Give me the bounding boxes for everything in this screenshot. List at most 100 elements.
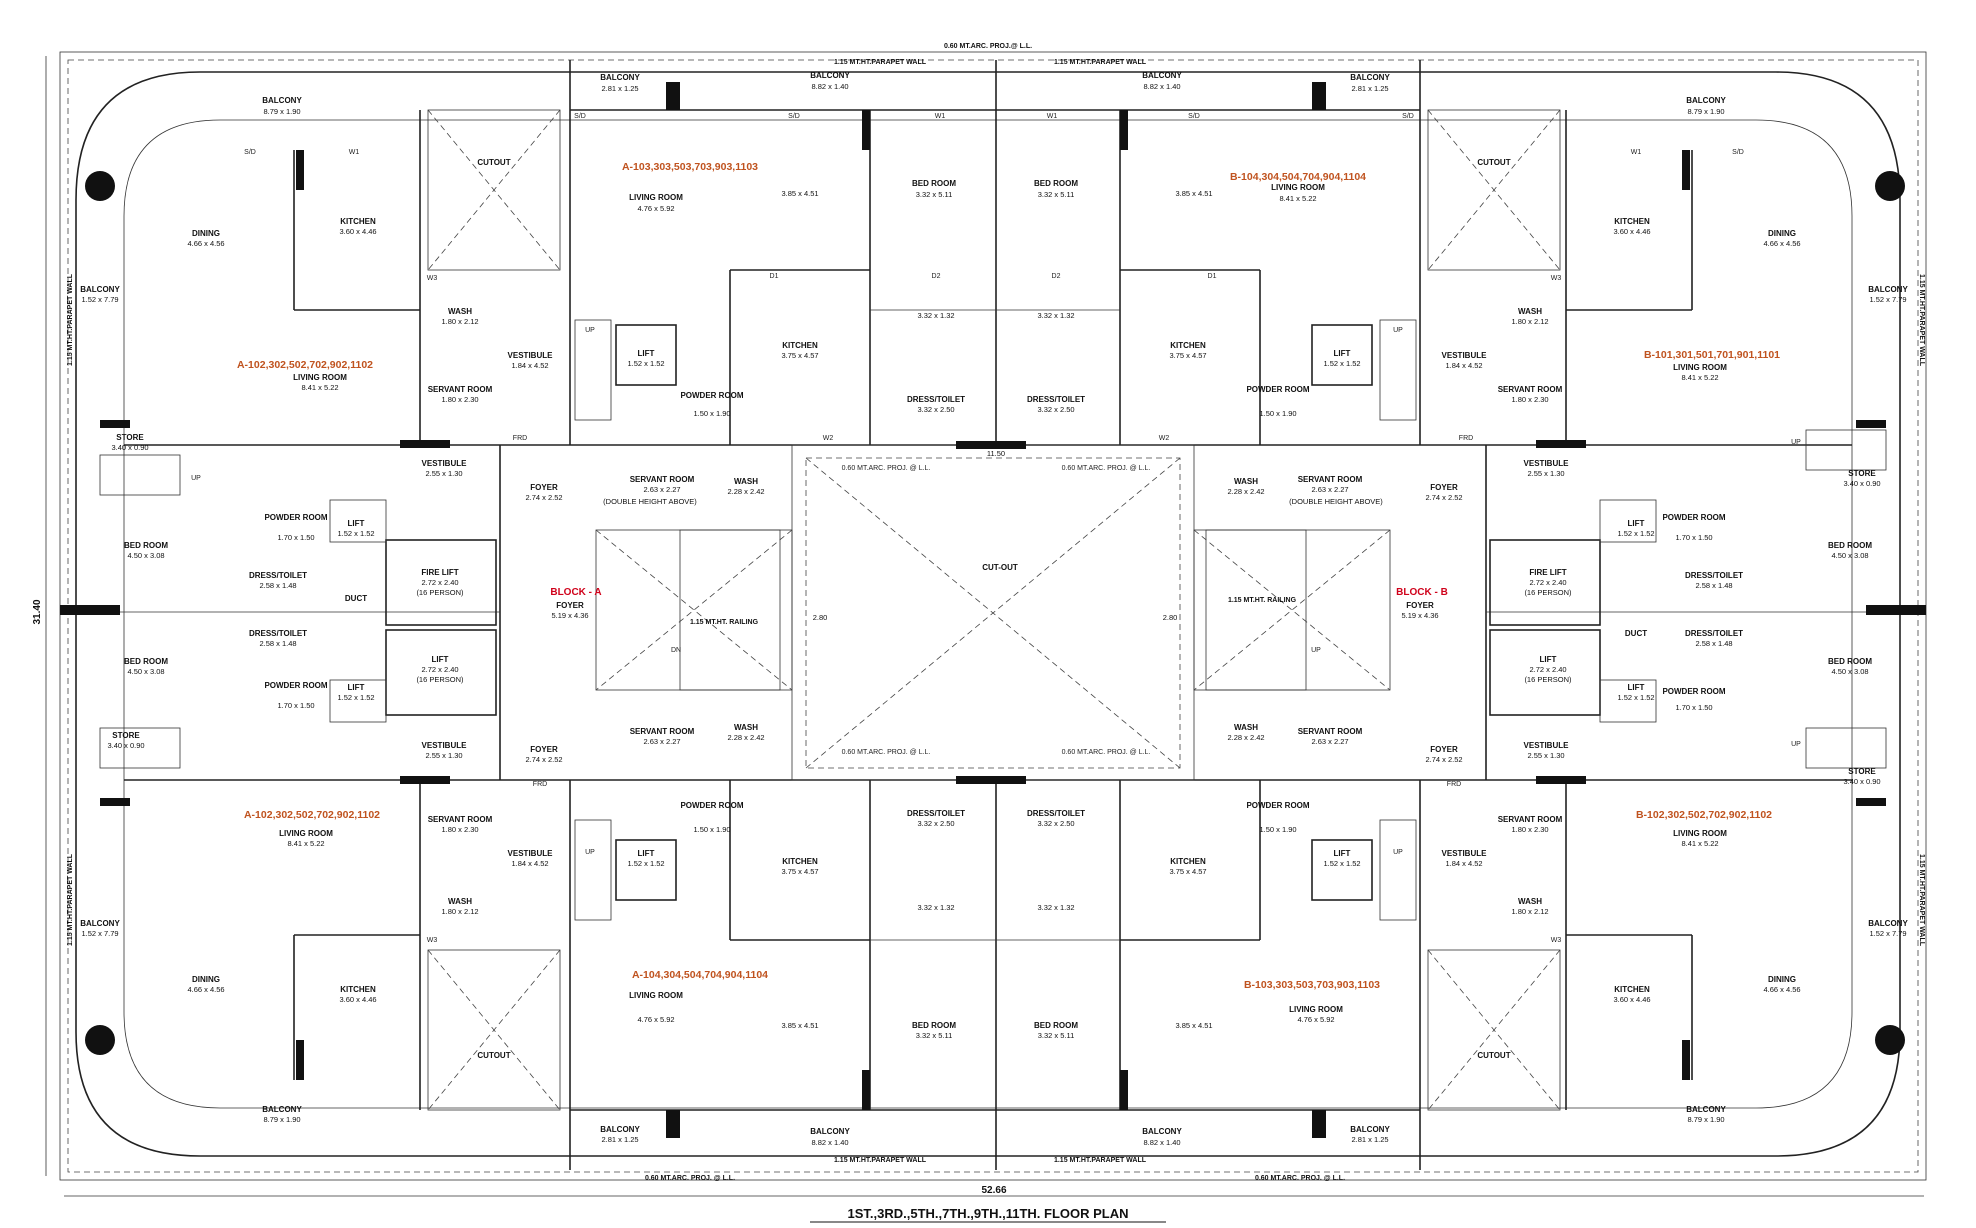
room-dining-r1-dim: 4.66 x 4.56 [1763,239,1800,248]
room-servant-r3-dim: 2.63 x 2.27 [1311,737,1348,746]
room-living-c: LIVING ROOM [279,829,333,838]
room-servant-c: SERVANT ROOM [630,727,695,736]
room-powder-r4-dim: 1.50 x 1.90 [1259,825,1296,834]
room-bed-r3-dim: 4.50 x 3.08 [1831,551,1868,560]
room-foyer-r3-dim: 2.74 x 2.52 [1425,755,1462,764]
stair-railing: 1.15 MT.HT. RAILING [690,619,759,626]
room-vestibule-d: VESTIBULE [508,849,554,858]
room-cutout-r1: CUTOUT [1477,158,1510,167]
room-balcony-mid-dim: 8.82 x 1.40 [811,82,848,91]
room-dress-r1-dim: 3.32 x 2.50 [1037,405,1074,414]
room-vestibule: VESTIBULE [508,351,554,360]
room-lift-r1-dim: 1.52 x 1.52 [1323,359,1360,368]
room-fire-lift: FIRE LIFT [421,568,458,577]
room-servant-d: SERVANT ROOM [428,815,493,824]
room-lift-b-dim: 1.52 x 1.52 [337,529,374,538]
tag-frd-b: FRD [1459,435,1473,442]
arc-proj-note-4: 0.60 MT.ARC. PROJ. @ L.L. [1062,749,1151,756]
room-living-r2: LIVING ROOM [1271,183,1325,192]
room-powder-c: POWDER ROOM [264,681,327,690]
tag-sd-c: S/D [788,113,800,120]
room-dress-c-dim: 2.58 x 1.48 [259,639,296,648]
room-toilet-r2: 3.32 x 1.32 [1037,903,1074,912]
core-dim-right: 2.80 [1163,613,1178,622]
projection-notes: 0.60 MT.ARC. PROJ. @ L.L. 0.60 MT.ARC. P… [842,465,1151,756]
room-vestibule-r1: VESTIBULE [1442,351,1488,360]
room-wash-b: WASH [734,477,758,486]
room-wash-r3-dim: 2.28 x 2.42 [1227,733,1264,742]
room-servant-r1-dim: 1.80 x 2.30 [1511,395,1548,404]
room-vestibule-r2-dim: 2.55 x 1.30 [1527,469,1564,478]
room-living-r4: LIVING ROOM [1289,1005,1343,1014]
room-dress-r4-dim: 3.32 x 2.50 [1037,819,1074,828]
room-lift-d-dim: 1.52 x 1.52 [337,693,374,702]
room-powder-c-dim: 1.70 x 1.50 [277,701,314,710]
room-duct: DUCT [345,594,367,603]
block-a-label: BLOCK - A [550,587,601,598]
room-dining-b: DINING [192,975,220,984]
room-balcony-r4-dim: 8.82 x 1.40 [1143,82,1180,91]
room-servant-b-dim: 2.63 x 2.27 [643,485,680,494]
room-balcony-r4: BALCONY [1142,71,1182,80]
tag-w2-b: W2 [1159,435,1170,442]
room-balcony-r1-dim: 8.79 x 1.90 [1687,107,1724,116]
room-balcony-r3-dim: 2.81 x 1.25 [1351,84,1388,93]
room-balcony-h: BALCONY [810,1127,850,1136]
room-dress-r3: DRESS/TOILET [1685,629,1743,638]
room-wash: WASH [448,307,472,316]
tag-w3-d: W3 [1551,937,1562,944]
room-dress-r4: DRESS/TOILET [1027,809,1085,818]
room-dining-r2: DINING [1768,975,1796,984]
tag-sd-b: S/D [574,113,586,120]
tag-frd-d: FRD [1447,781,1461,788]
room-wash-c: WASH [734,723,758,732]
room-servant-r2: SERVANT ROOM [1298,475,1363,484]
room-lift-r5: LIFT [1334,849,1351,858]
room-lift-r3-note: (16 PERSON) [1524,675,1572,684]
top-projection-note: 0.60 MT.ARC. PROJ.@ L.L. [944,43,1032,50]
room-kitchen-r1-dim: 3.60 x 4.46 [1613,227,1650,236]
quadrant-right: BALCONY 8.79 x 1.90 DINING 4.66 x 4.56 K… [1027,71,1908,1147]
room-dining-r1: DINING [1768,229,1796,238]
room-fire-lift-r1-note: (16 PERSON) [1524,588,1572,597]
room-kitchen-r2-dim: 3.75 x 4.57 [1169,351,1206,360]
room-powder-r3-dim: 1.70 x 1.50 [1675,703,1712,712]
room-foyer-c-dim: 2.74 x 2.52 [525,755,562,764]
room-bed-c: BED ROOM [124,541,168,550]
top-parapet-note-2: 1.15 MT.HT.PARAPET WALL [1054,59,1147,66]
room-bed-d: BED ROOM [124,657,168,666]
tag-d2: D2 [932,273,941,280]
room-wash-r3: WASH [1234,723,1258,732]
room-lift-r2-dim: 1.52 x 1.52 [1617,529,1654,538]
arc-proj-note-2: 0.60 MT.ARC. PROJ. @ L.L. [1062,465,1151,472]
room-foyer-b: FOYER [556,601,584,610]
room-powder-r2: POWDER ROOM [1662,513,1725,522]
room-cutout-b: CUTOUT [477,1051,510,1060]
room-bed-d-dim: 4.50 x 3.08 [127,667,164,676]
room-vestibule-b-dim: 2.55 x 1.30 [425,469,462,478]
room-lift-r5-dim: 1.52 x 1.52 [1323,859,1360,868]
room-dress: DRESS/TOILET [907,395,965,404]
room-vestibule-r2: VESTIBULE [1524,459,1570,468]
unit-label-top-right: B-104,304,504,704,904,1104 [1230,171,1366,183]
tag-up-c: UP [585,849,595,856]
room-vestibule-r4: VESTIBULE [1442,849,1488,858]
room-lift-e-dim: 1.52 x 1.52 [627,859,664,868]
room-wash-r4: WASH [1518,897,1542,906]
room-vestibule-r3: VESTIBULE [1524,741,1570,750]
tag-d1-b: D1 [1208,273,1217,280]
room-bed-r2: BED ROOM [1034,179,1078,188]
room-servant-r4: SERVANT ROOM [1498,815,1563,824]
right-parapet-note: 1.15 MT.HT.PARAPET WALL [1918,274,1925,367]
room-cutout-r2: CUTOUT [1477,1051,1510,1060]
room-servant: SERVANT ROOM [428,385,493,394]
room-dress-b-dim: 2.58 x 1.48 [259,581,296,590]
room-dress-r2-dim: 2.58 x 1.48 [1695,581,1732,590]
room-servant-dim: 1.80 x 2.30 [441,395,478,404]
room-fire-lift-dim: 2.72 x 2.40 [421,578,458,587]
tag-d1: D1 [770,273,779,280]
room-balcony-r5: BALCONY [1868,919,1908,928]
room-lift-c-note: (16 PERSON) [416,675,464,684]
room-kitchen-d: KITCHEN [340,985,376,994]
room-vestibule-r1-dim: 1.84 x 4.52 [1445,361,1482,370]
